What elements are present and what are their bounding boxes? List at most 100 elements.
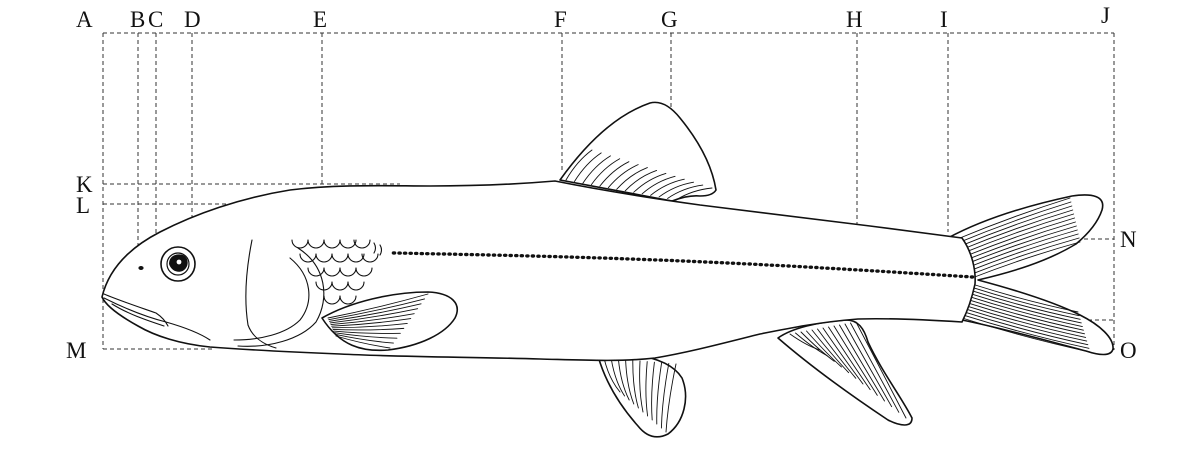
lateral-line-dot bbox=[925, 272, 930, 276]
label-h: H bbox=[846, 7, 863, 32]
lateral-line-dot bbox=[597, 256, 602, 260]
lateral-line-dot bbox=[508, 253, 513, 258]
scale bbox=[307, 267, 325, 277]
pelvic-fin-ray bbox=[806, 330, 842, 368]
lateral-line-dot bbox=[436, 252, 441, 256]
dorsal-fin-ray bbox=[607, 164, 639, 189]
label-k: K bbox=[76, 172, 93, 197]
label-g: G bbox=[661, 7, 678, 32]
lateral-line-dot bbox=[591, 256, 597, 260]
lateral-line-dot bbox=[647, 258, 652, 262]
label-l: L bbox=[76, 193, 90, 218]
lateral-line-dot bbox=[552, 254, 558, 259]
caudal-fin-ray bbox=[963, 221, 1076, 262]
lateral-line-dot bbox=[469, 252, 475, 257]
lateral-line-dot bbox=[736, 261, 741, 266]
lateral-line-dot bbox=[475, 253, 480, 257]
caudal-fin-ray bbox=[967, 299, 1084, 331]
caudal-fin-ray bbox=[965, 305, 1087, 338]
lateral-line-dot bbox=[875, 269, 880, 273]
scale bbox=[299, 253, 317, 263]
caudal-fin-ray bbox=[966, 302, 1085, 335]
scale bbox=[355, 267, 373, 277]
lateral-line-dot bbox=[530, 254, 536, 258]
caudal-fin-ray bbox=[969, 289, 1081, 320]
pectoral-fin-ray bbox=[327, 293, 429, 319]
pectoral-fin bbox=[321, 291, 458, 352]
lateral-line-dot bbox=[525, 254, 530, 258]
caudal-fin-ray bbox=[968, 292, 1082, 324]
lateral-line-dot bbox=[519, 254, 525, 258]
lateral-line-dot bbox=[797, 264, 802, 269]
lateral-line-dot bbox=[814, 265, 819, 270]
label-n: N bbox=[1120, 227, 1137, 252]
mouth-upper-lip bbox=[103, 293, 169, 327]
lateral-line-dot bbox=[897, 270, 903, 275]
lateral-line-dot bbox=[425, 252, 430, 256]
scale bbox=[339, 239, 357, 249]
lateral-line-dot bbox=[858, 268, 864, 272]
anal-fin-ray bbox=[665, 363, 677, 433]
caudal-fin-ray bbox=[970, 237, 1080, 275]
mouth-lower-lip bbox=[111, 303, 165, 327]
lateral-line-dot bbox=[936, 273, 941, 277]
dorsal-fin-ray bbox=[641, 175, 676, 195]
dorsal-fin-ray bbox=[667, 184, 704, 199]
lateral-line-dot bbox=[841, 267, 847, 271]
lateral-line-dot bbox=[480, 253, 486, 257]
dorsal-fin-ray bbox=[565, 149, 593, 181]
scale bbox=[323, 267, 341, 277]
label-i: I bbox=[940, 7, 948, 32]
lateral-line-dot bbox=[619, 257, 625, 261]
lateral-line-dot bbox=[758, 262, 764, 267]
caudal-fin-ray bbox=[971, 283, 1079, 313]
lateral-line-dot bbox=[853, 268, 858, 272]
label-b: B bbox=[130, 7, 145, 32]
lateral-line-dot bbox=[908, 271, 914, 275]
scale bbox=[331, 253, 349, 263]
lateral-line-dot bbox=[941, 273, 947, 277]
lateral-line-dot bbox=[569, 255, 575, 259]
lateral-line-dot bbox=[953, 274, 958, 278]
dorsal-fin-ray bbox=[590, 158, 621, 186]
lateral-line-dot bbox=[903, 271, 908, 275]
caudal-fin-ray bbox=[954, 197, 1071, 241]
gill-cover-curve-outer bbox=[237, 247, 325, 347]
caudal-fin-ray bbox=[957, 205, 1073, 248]
lateral-line-dot bbox=[730, 261, 736, 265]
scales bbox=[291, 239, 383, 305]
dorsal-fin-ray bbox=[633, 172, 667, 193]
pelvic-fin-ray bbox=[800, 331, 835, 362]
pelvic-fin-ray bbox=[789, 333, 821, 351]
lateral-line-dot bbox=[447, 252, 452, 256]
anal-fin bbox=[597, 347, 687, 438]
lateral-line-dot bbox=[452, 252, 458, 256]
pelvic-fin-ray bbox=[844, 323, 893, 408]
caudal-fin-ray bbox=[966, 229, 1078, 269]
anal-fin-ray bbox=[632, 359, 639, 409]
scale bbox=[307, 239, 325, 249]
lateral-line-dot bbox=[702, 260, 708, 264]
pelvic-fin-ray bbox=[855, 321, 907, 419]
anal-fin-ray bbox=[651, 361, 655, 421]
lateral-line-dot bbox=[464, 252, 469, 257]
pectoral-fin-ray bbox=[334, 332, 398, 339]
lateral-line-dot bbox=[658, 258, 664, 262]
lateral-line-dot bbox=[686, 259, 691, 263]
label-c: C bbox=[148, 7, 163, 32]
scale bbox=[361, 253, 379, 263]
lateral-line-dot bbox=[586, 255, 591, 260]
pectoral-fin-ray bbox=[334, 333, 394, 344]
label-j: J bbox=[1101, 3, 1110, 28]
lateral-line-dot bbox=[708, 260, 714, 264]
lateral-line-dot bbox=[847, 267, 852, 272]
scale bbox=[379, 244, 383, 256]
pectoral-fin-ray bbox=[331, 323, 408, 329]
dorsal-fin-ray bbox=[599, 161, 630, 187]
lateral-line-dot bbox=[536, 254, 541, 258]
label-a: A bbox=[76, 7, 93, 32]
lateral-line-dot bbox=[886, 270, 891, 274]
lateral-line-dot bbox=[413, 251, 419, 256]
caudal-fin-ray bbox=[967, 295, 1083, 327]
lateral-line-dot bbox=[714, 260, 719, 265]
